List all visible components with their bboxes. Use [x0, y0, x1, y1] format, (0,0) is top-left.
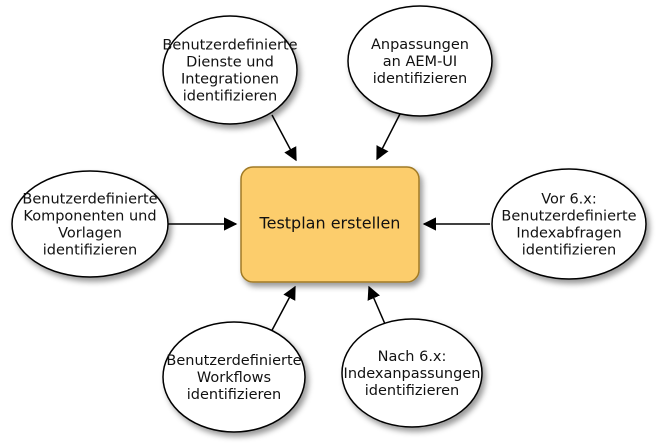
node-label-line: Benutzerdefinierte	[22, 192, 157, 208]
node-label-line: Integrationen	[181, 72, 279, 88]
node-label-line: Benutzerdefinierte	[501, 209, 636, 225]
center-label: Testplan erstellen	[259, 214, 401, 233]
arrow-top-left	[271, 114, 297, 162]
node-ellipse-top-left	[162, 15, 298, 125]
node-ellipse-top-right	[347, 5, 493, 117]
node-label-line: Vorlagen	[58, 226, 122, 242]
node-label-line: identifizieren	[187, 387, 282, 403]
node-label-line: identifizieren	[373, 71, 468, 87]
node-label-line: Workflows	[197, 370, 271, 386]
node-label-line: identifizieren	[365, 383, 460, 399]
node-label-line: Indexanpassungen	[344, 366, 481, 382]
node-label-line: Benutzerdefinierte	[166, 353, 301, 369]
node-label-line: an AEM-UI	[383, 54, 457, 70]
node-ellipse-left	[11, 170, 169, 278]
node-label-line: identifizieren	[522, 243, 617, 259]
center-box	[240, 166, 420, 283]
node-label-line: Indexabfragen	[516, 226, 621, 242]
arrow-bottom-left	[269, 285, 296, 335]
arrow-top-right	[376, 111, 402, 161]
node-ellipse-bottom-right	[341, 318, 483, 428]
node-label-line: identifizieren	[183, 89, 278, 105]
node-label-line: Nach 6.x:	[378, 349, 447, 365]
node-label-line: Komponenten und	[23, 209, 156, 225]
node-label-line: Vor 6.x:	[541, 192, 597, 208]
node-label-line: Anpassungen	[371, 37, 469, 53]
node-label-line: Dienste und	[186, 55, 274, 71]
node-label-line: identifizieren	[43, 243, 138, 259]
node-ellipse-bottom-left	[162, 321, 306, 433]
center-node: Testplan erstellen	[240, 166, 420, 283]
node-label-line: Benutzerdefinierte	[162, 38, 297, 54]
node-ellipse-right	[491, 168, 647, 280]
